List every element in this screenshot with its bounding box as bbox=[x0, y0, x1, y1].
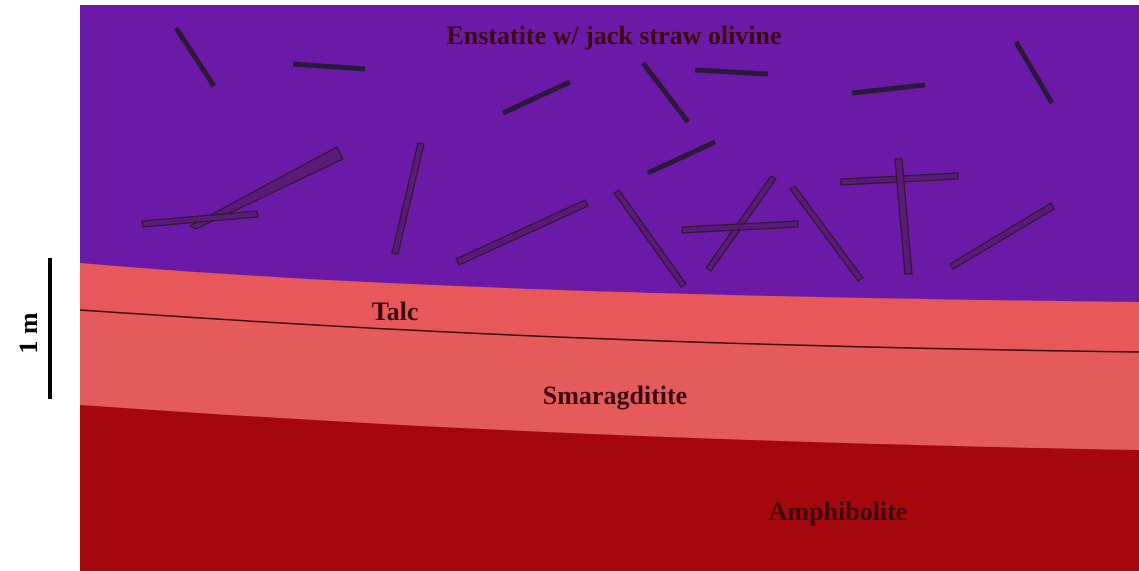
smaragditite-label: Smaragditite bbox=[543, 381, 687, 410]
scale-bar-label: 1 m bbox=[14, 312, 43, 354]
scale-bar: 1 m bbox=[14, 258, 50, 399]
enstatite-label: Enstatite w/ jack straw olivine bbox=[446, 21, 781, 50]
amphibolite-label: Amphibolite bbox=[769, 497, 908, 526]
talc-label: Talc bbox=[372, 297, 419, 326]
